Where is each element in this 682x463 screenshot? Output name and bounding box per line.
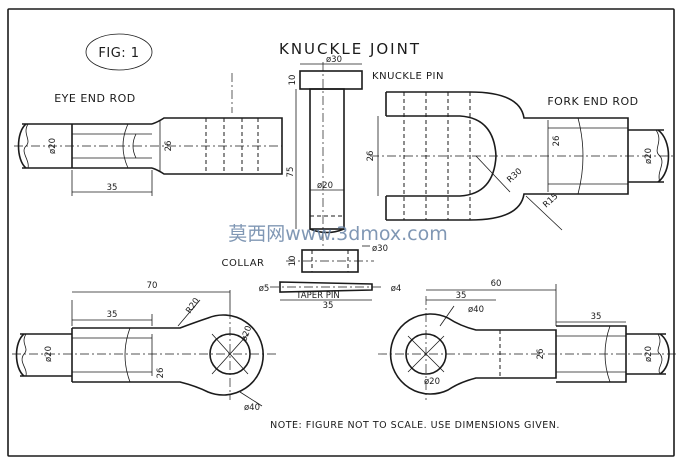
fork-end-rod-top-view: 60 35 ø40 35 26 ø20 ø20 [378, 279, 676, 400]
eye-bot-dim-phi40: ø40 [244, 403, 260, 413]
fork-bot-dim-phi40: ø40 [468, 305, 484, 315]
watermark-text: 莫西网www.3dmox.com [228, 223, 447, 245]
pin-dim-75: 75 [286, 167, 296, 178]
eye-bot-dim-r20: R20 [184, 296, 202, 315]
fork-top-dim-26-left: 26 [366, 151, 376, 162]
taper-pin-view: TAPER PIN 35 ø5 ø4 [259, 281, 402, 311]
fork-bot-dim-60: 60 [491, 279, 502, 289]
fork-top-dim-r30: R30 [505, 167, 524, 186]
pin-dim-phi30: ø30 [326, 55, 342, 65]
taper-dim-phi5: ø5 [259, 284, 270, 294]
collar-dim-phi30: ø30 [372, 244, 388, 254]
taper-pin-label: TAPER PIN [295, 291, 339, 301]
eye-top-dim-26: 26 [164, 141, 174, 152]
fork-bot-dim-26: 26 [536, 349, 546, 360]
fork-bot-dim-35a: 35 [456, 291, 467, 301]
eye-bot-dim-phi20-rod: ø20 [44, 346, 54, 362]
taper-dim-35: 35 [323, 301, 334, 311]
collar-dim-10: 10 [288, 256, 298, 267]
taper-dim-phi4: ø4 [391, 284, 402, 294]
eye-bot-dim-35: 35 [107, 310, 118, 320]
figure-label-oval [85, 33, 153, 71]
eye-top-dim-phi20: ø20 [48, 138, 58, 154]
sheet-border [7, 8, 675, 457]
eye-top-dim-35: 35 [107, 183, 118, 193]
knuckle-pin-view: ø30 10 75 ø20 KNUCKLE PIN [286, 55, 444, 250]
eye-end-rod-front-view: ø20 26 35 [14, 73, 283, 196]
fork-top-dim-26: 26 [552, 136, 562, 147]
knuckle-pin-label: KNUCKLE PIN [372, 71, 444, 82]
eye-end-rod-top-view: 70 35 R20 ø20 ø40 ø20 26 [12, 281, 276, 413]
fork-bot-dim-phi20-rod: ø20 [644, 346, 654, 362]
eye-bot-dim-70: 70 [147, 281, 158, 291]
fork-top-dim-phi20: ø20 [644, 148, 654, 164]
eye-end-rod-label: EYE END ROD [54, 92, 136, 105]
fork-bot-dim-35b: 35 [591, 312, 602, 322]
collar-view: COLLAR 10 ø30 [221, 244, 388, 273]
drawing-title: KNUCKLE JOINT [279, 40, 421, 58]
figure-label: FIG: 1 [98, 46, 139, 61]
eye-bot-dim-26: 26 [156, 368, 166, 379]
fork-end-rod-label: FORK END ROD [547, 95, 638, 108]
pin-dim-phi20: ø20 [317, 181, 333, 191]
fork-end-rod-front-view: 26 26 ø20 R30 R15 [366, 91, 676, 231]
fork-bot-dim-phi20-hole: ø20 [424, 377, 440, 387]
drawing-note: NOTE: FIGURE NOT TO SCALE. USE DIMENSION… [270, 420, 560, 431]
collar-label: COLLAR [221, 258, 264, 269]
eye-bot-dim-phi20-hole: ø20 [239, 325, 254, 343]
pin-dim-10: 10 [288, 75, 298, 86]
